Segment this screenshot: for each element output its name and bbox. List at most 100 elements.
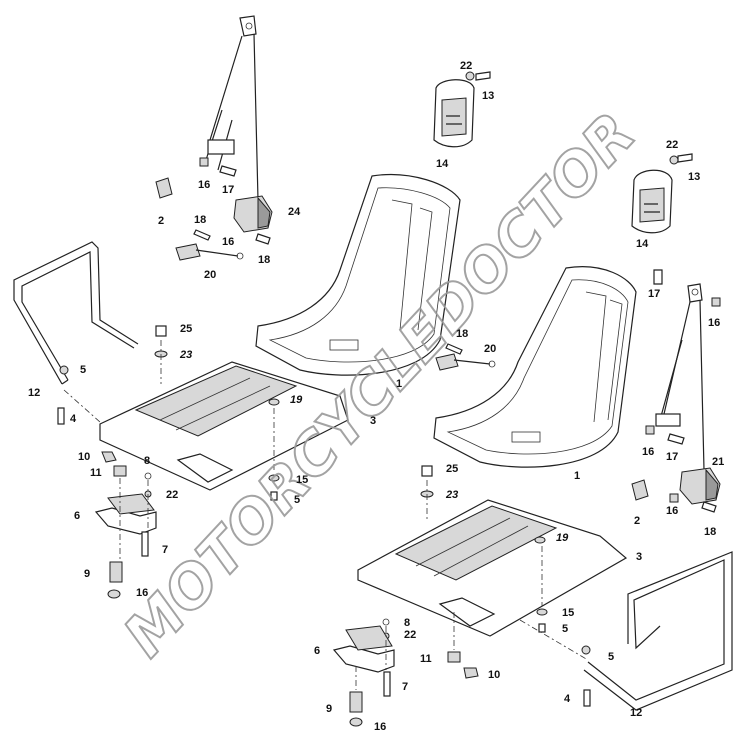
bolt-17-right-lower [667,433,685,445]
label-23: 23 [445,489,458,501]
label-17: 17 [648,288,660,300]
bolt-18-left-a [193,229,211,241]
label-12: 12 [28,387,40,399]
bolt-18-right [445,343,463,355]
headrest-14-right [631,169,673,234]
label-21: 21 [712,456,724,468]
label-9: 9 [326,703,332,715]
label-4: 4 [564,693,571,705]
label-10: 10 [78,451,90,463]
bolt-18-right-low [701,501,717,513]
label-8: 8 [144,455,150,467]
bolt-7-left [141,531,149,557]
bushing-11-left [113,465,127,477]
label-18: 18 [704,526,716,538]
buckle-20-right [435,353,496,371]
label-23: 23 [179,349,192,361]
label-1: 1 [574,470,580,482]
label-18: 18 [194,214,206,226]
label-22: 22 [166,489,178,501]
label-13: 13 [482,90,494,102]
bracket-6-right [332,625,395,673]
label-6: 6 [314,645,320,657]
bolt-4-left [57,407,65,425]
label-24: 24 [288,206,301,218]
label-11: 11 [90,467,102,479]
label-11: 11 [420,653,432,665]
bolt-25-right [421,465,433,477]
washer-22-left [465,71,475,81]
washer-22-right [669,155,679,165]
nut-10-right [463,667,479,679]
bolt-15-left [268,474,280,482]
label-1: 1 [396,378,402,390]
bolt-17-right-upper [653,269,663,285]
bumper-9-right [349,691,363,713]
label-3: 3 [370,415,376,427]
bolt-5-left [59,365,69,375]
label-16: 16 [642,446,654,458]
label-25: 25 [446,463,458,475]
label-5: 5 [608,651,614,663]
label-19: 19 [556,532,569,544]
washer-19-right [534,536,546,544]
seatbelt-right [655,283,721,505]
label-18: 18 [456,328,468,340]
label-22: 22 [404,629,416,641]
label-12: 12 [630,707,642,719]
bolt-16-right-top [711,297,721,307]
washer-8-left [144,472,152,480]
label-14: 14 [436,158,449,170]
label-22: 22 [460,60,472,72]
label-16: 16 [136,587,148,599]
label-2: 2 [634,515,640,527]
label-20: 20 [204,269,216,281]
headrest-14-left [433,79,475,148]
bolt-16-right-bottom [349,717,363,727]
bolt-16-left-upper [199,157,209,167]
bolt-16-left-bottom [107,589,121,599]
label-4: 4 [70,413,77,425]
label-17: 17 [222,184,234,196]
bolt-13-left [475,71,491,81]
label-20: 20 [484,343,496,355]
seat-1-upper [255,174,461,376]
label-5: 5 [562,623,568,635]
label-13: 13 [688,171,700,183]
label-16: 16 [198,179,210,191]
label-16: 16 [222,236,234,248]
label-5: 5 [294,494,300,506]
label-2: 2 [158,215,164,227]
bolt-5-left-b [270,491,278,501]
label-18: 18 [258,254,270,266]
bolt-16-right-mid [645,425,655,435]
label-15: 15 [296,474,308,486]
bolt-5-right [581,645,591,655]
bracket-2-right [631,479,649,501]
bolt-16-right-low [669,493,679,503]
label-7: 7 [402,681,408,693]
label-16: 16 [708,317,720,329]
label-9: 9 [84,568,90,580]
base-plate-3-right [357,499,628,637]
bolt-7-right [383,671,391,697]
bumper-9-left [109,561,123,583]
label-25: 25 [180,323,192,335]
seatbelt-left [205,15,273,233]
bolt-17-left [219,165,237,177]
bracket-2-left [155,177,173,199]
part-labels: 1 1 2 2 3 3 4 4 5 5 5 5 6 6 7 7 8 8 9 9 … [28,60,724,733]
buckle-20-left [175,243,244,261]
nut-10-left [101,451,117,463]
bolt-18-left-b [255,233,271,245]
label-15: 15 [562,607,574,619]
label-19: 19 [290,394,303,406]
assembly-lines [63,340,589,690]
label-16: 16 [374,721,386,733]
label-5: 5 [80,364,86,376]
bracket-6-left [94,493,157,535]
bolt-13-right [677,153,693,163]
label-3: 3 [636,551,642,563]
label-7: 7 [162,544,168,556]
